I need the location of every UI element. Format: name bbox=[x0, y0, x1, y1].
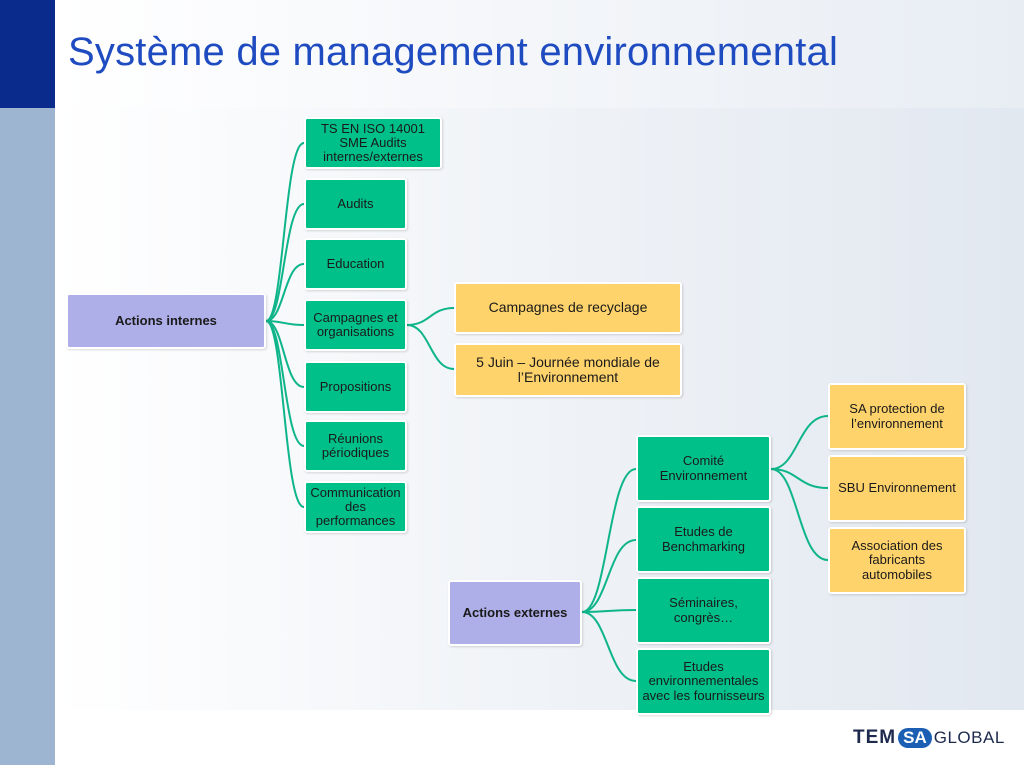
connector bbox=[770, 415, 829, 470]
node-sa-protection: SA protection de l’environnement bbox=[828, 383, 966, 450]
temsa-global-logo: TEM SA GLOBAL bbox=[853, 727, 1005, 749]
logo-global: GLOBAL bbox=[933, 728, 1005, 747]
footer bbox=[55, 710, 1024, 765]
slide-title: Système de management environnemental bbox=[68, 30, 839, 74]
connector bbox=[265, 263, 305, 322]
title-accent-bar bbox=[0, 0, 55, 108]
connector bbox=[265, 203, 305, 322]
connector bbox=[581, 539, 637, 613]
node-comite-environnement: Comité Environnement bbox=[636, 435, 771, 502]
node-audits: Audits bbox=[304, 178, 407, 230]
node-etudes-fournisseurs: Etudes environnementales avec les fourni… bbox=[636, 648, 771, 715]
logo-sa: SA bbox=[898, 728, 932, 748]
connector bbox=[770, 468, 829, 561]
connector bbox=[581, 468, 637, 613]
connector bbox=[406, 324, 455, 370]
left-band bbox=[0, 108, 55, 765]
node-sbu-environnement: SBU Environnement bbox=[828, 455, 966, 522]
node-education: Education bbox=[304, 238, 407, 290]
node-actions-internes: Actions internes bbox=[66, 293, 266, 349]
logo-tem: TEM bbox=[853, 727, 897, 748]
title-background bbox=[55, 0, 1024, 108]
node-etudes-benchmarking: Etudes de Benchmarking bbox=[636, 506, 771, 573]
node-campagnes-recyclage: Campagnes de recyclage bbox=[454, 282, 682, 334]
node-association-fabricants: Association des fabricants automobiles bbox=[828, 527, 966, 594]
connector bbox=[265, 142, 305, 322]
node-seminaires: Séminaires, congrès… bbox=[636, 577, 771, 644]
connector bbox=[581, 609, 637, 613]
connector bbox=[265, 320, 305, 508]
node-journee-environnement: 5 Juin – Journée mondiale de l’Environne… bbox=[454, 343, 682, 397]
node-propositions: Propositions bbox=[304, 361, 407, 413]
node-iso-14001: TS EN ISO 14001 SME Audits internes/exte… bbox=[304, 117, 442, 169]
connector bbox=[406, 307, 455, 326]
node-communication: Communication des performances bbox=[304, 481, 407, 533]
node-campagnes: Campagnes et organisations bbox=[304, 299, 407, 351]
connector bbox=[770, 468, 829, 489]
node-reunions: Réunions périodiques bbox=[304, 420, 407, 472]
connector bbox=[581, 611, 637, 682]
node-actions-externes: Actions externes bbox=[448, 580, 582, 646]
